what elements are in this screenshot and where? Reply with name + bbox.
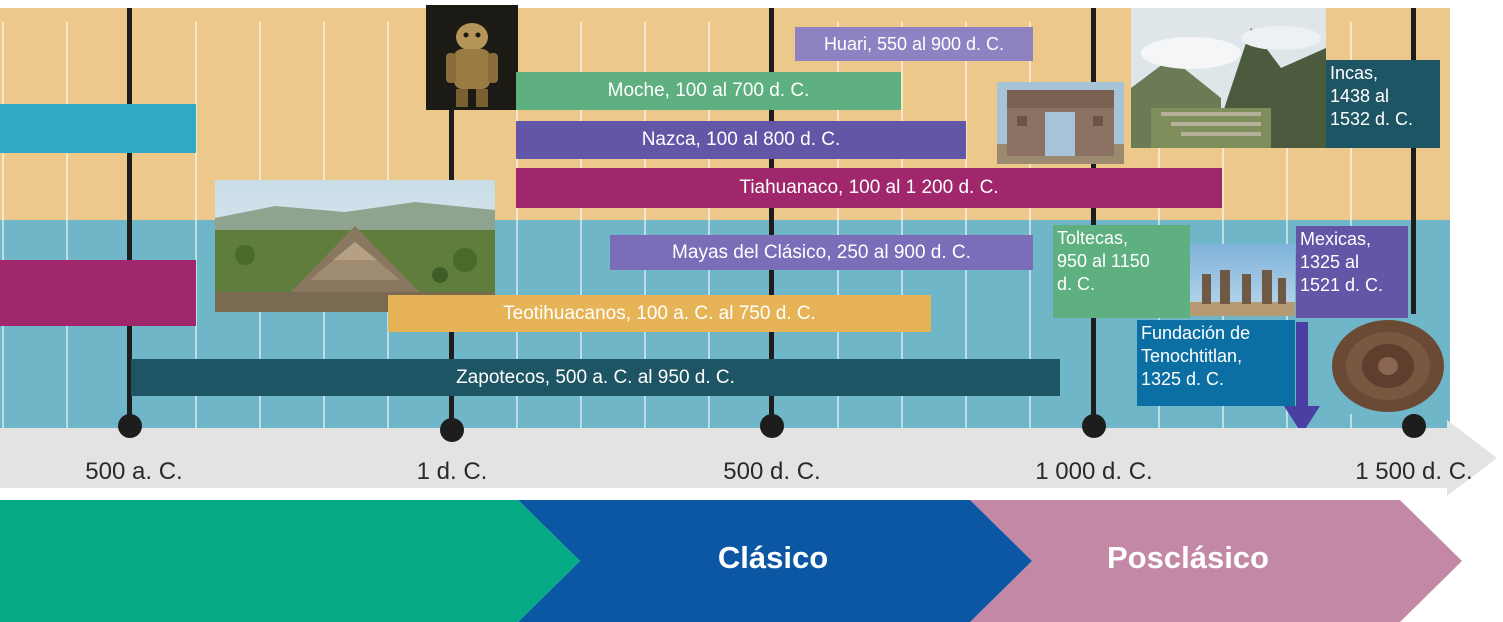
incas-line-2: 1438 al (1330, 86, 1390, 106)
atlantes-de-tula-image (1190, 244, 1295, 316)
huari-label: Huari, 550 al 900 d. C. (823, 33, 1005, 54)
early-mesoamerican-bar (0, 260, 196, 326)
axis-line-1500-ad (1411, 8, 1416, 428)
tenochtitlan-line-2: Tenochtitlan, (1141, 346, 1243, 366)
mexicas-line-1: Mexicas, (1300, 229, 1372, 249)
grid-line (66, 22, 68, 430)
tiahuanaco-label: Tiahuanaco, 100 al 1 200 d. C. (739, 177, 999, 198)
toltecas-box: Toltecas, 950 al 1150 d. C. (1053, 225, 1190, 318)
tick-dot-500-ad (760, 414, 784, 438)
huari-bar: Huari, 550 al 900 d. C. (795, 27, 1033, 61)
grid-line (195, 22, 197, 430)
grid-line (901, 22, 903, 430)
machu-picchu-image (1131, 8, 1326, 148)
tick-dot-1-ad (440, 418, 464, 442)
grid-line (1029, 22, 1031, 430)
mexicas-box: Mexicas, 1325 al 1521 d. C. (1296, 226, 1408, 318)
tick-label-500-bc: 500 a. C. (85, 458, 183, 485)
toltecas-line-1: Toltecas, (1057, 228, 1129, 248)
zapotecos-label: Zapotecos, 500 a. C. al 950 d. C. (456, 366, 735, 388)
tick-label-1-ad: 1 d. C. (416, 458, 488, 485)
mayas-bar: Mayas del Clásico, 250 al 900 d. C. (610, 235, 1033, 270)
pyramid-of-the-moon-image (215, 180, 495, 312)
moche-bar: Moche, 100 al 700 d. C. (516, 72, 901, 110)
tenochtitlan-box: Fundación de Tenochtitlan, 1325 d. C. (1137, 320, 1295, 406)
grid-line (965, 22, 967, 430)
toltecas-line-3: d. C. (1057, 274, 1096, 294)
period-label-postclassic: Posclásico (1107, 540, 1269, 575)
period-chevron-postclassic (970, 500, 1462, 622)
grid-line (2, 22, 4, 430)
grid-line (644, 22, 646, 430)
grid-line (708, 22, 710, 430)
grid-line (516, 22, 518, 430)
incas-box: Incas, 1438 al 1532 d. C. (1326, 60, 1440, 148)
teotihuacanos-bar: Teotihuacanos, 100 a. C. al 750 d. C. (388, 295, 931, 332)
period-chevron-preclassic (0, 500, 580, 622)
tick-label-1000-ad: 1 000 d. C. (1035, 458, 1153, 485)
time-axis-arrow (0, 420, 1497, 496)
toltecas-line-2: 950 al 1150 (1057, 251, 1150, 271)
axis-line-500-bc (127, 8, 132, 428)
tenochtitlan-line-3: 1325 d. C. (1141, 369, 1225, 389)
tick-label-1500-ad: 1 500 d. C. (1355, 458, 1473, 485)
incas-line-3: 1532 d. C. (1330, 109, 1414, 129)
axis-line-500-ad (769, 8, 774, 428)
teotihuacanos-label: Teotihuacanos, 100 a. C. al 750 d. C. (503, 302, 816, 324)
grid-line (1222, 22, 1224, 430)
mexicas-line-2: 1325 al (1300, 252, 1360, 272)
early-andean-bar (0, 104, 196, 153)
mayas-label: Mayas del Clásico, 250 al 900 d. C. (672, 241, 971, 263)
tenochtitlan-marker-arrow (1284, 322, 1320, 434)
nazca-bar: Nazca, 100 al 800 d. C. (516, 121, 966, 159)
nazca-label: Nazca, 100 al 800 d. C. (641, 129, 841, 150)
period-label-classic: Clásico (717, 540, 829, 575)
tick-dot-1500-ad (1402, 414, 1426, 438)
tick-label-500-ad: 500 d. C. (723, 458, 821, 485)
grid-line (837, 22, 839, 430)
gate-of-the-sun-image (997, 82, 1124, 164)
sun-stone-image (1326, 314, 1450, 414)
tick-dot-1000-ad (1082, 414, 1106, 438)
mexicas-line-3: 1521 d. C. (1300, 275, 1384, 295)
tiahuanaco-bar: Tiahuanaco, 100 al 1 200 d. C. (516, 168, 1222, 208)
grid-line (1286, 22, 1288, 430)
period-chevrons (0, 500, 1462, 622)
moche-figure-image (426, 5, 518, 110)
grid-line (580, 22, 582, 430)
period-chevron-classic (518, 500, 1032, 622)
tenochtitlan-line-1: Fundación de (1141, 323, 1251, 343)
incas-line-1: Incas, (1330, 63, 1379, 83)
tick-dot-500-bc (118, 414, 142, 438)
axis-line-1000-ad (1091, 8, 1096, 428)
moche-label: Moche, 100 al 700 d. C. (607, 80, 810, 101)
zapotecos-bar: Zapotecos, 500 a. C. al 950 d. C. (131, 359, 1060, 396)
